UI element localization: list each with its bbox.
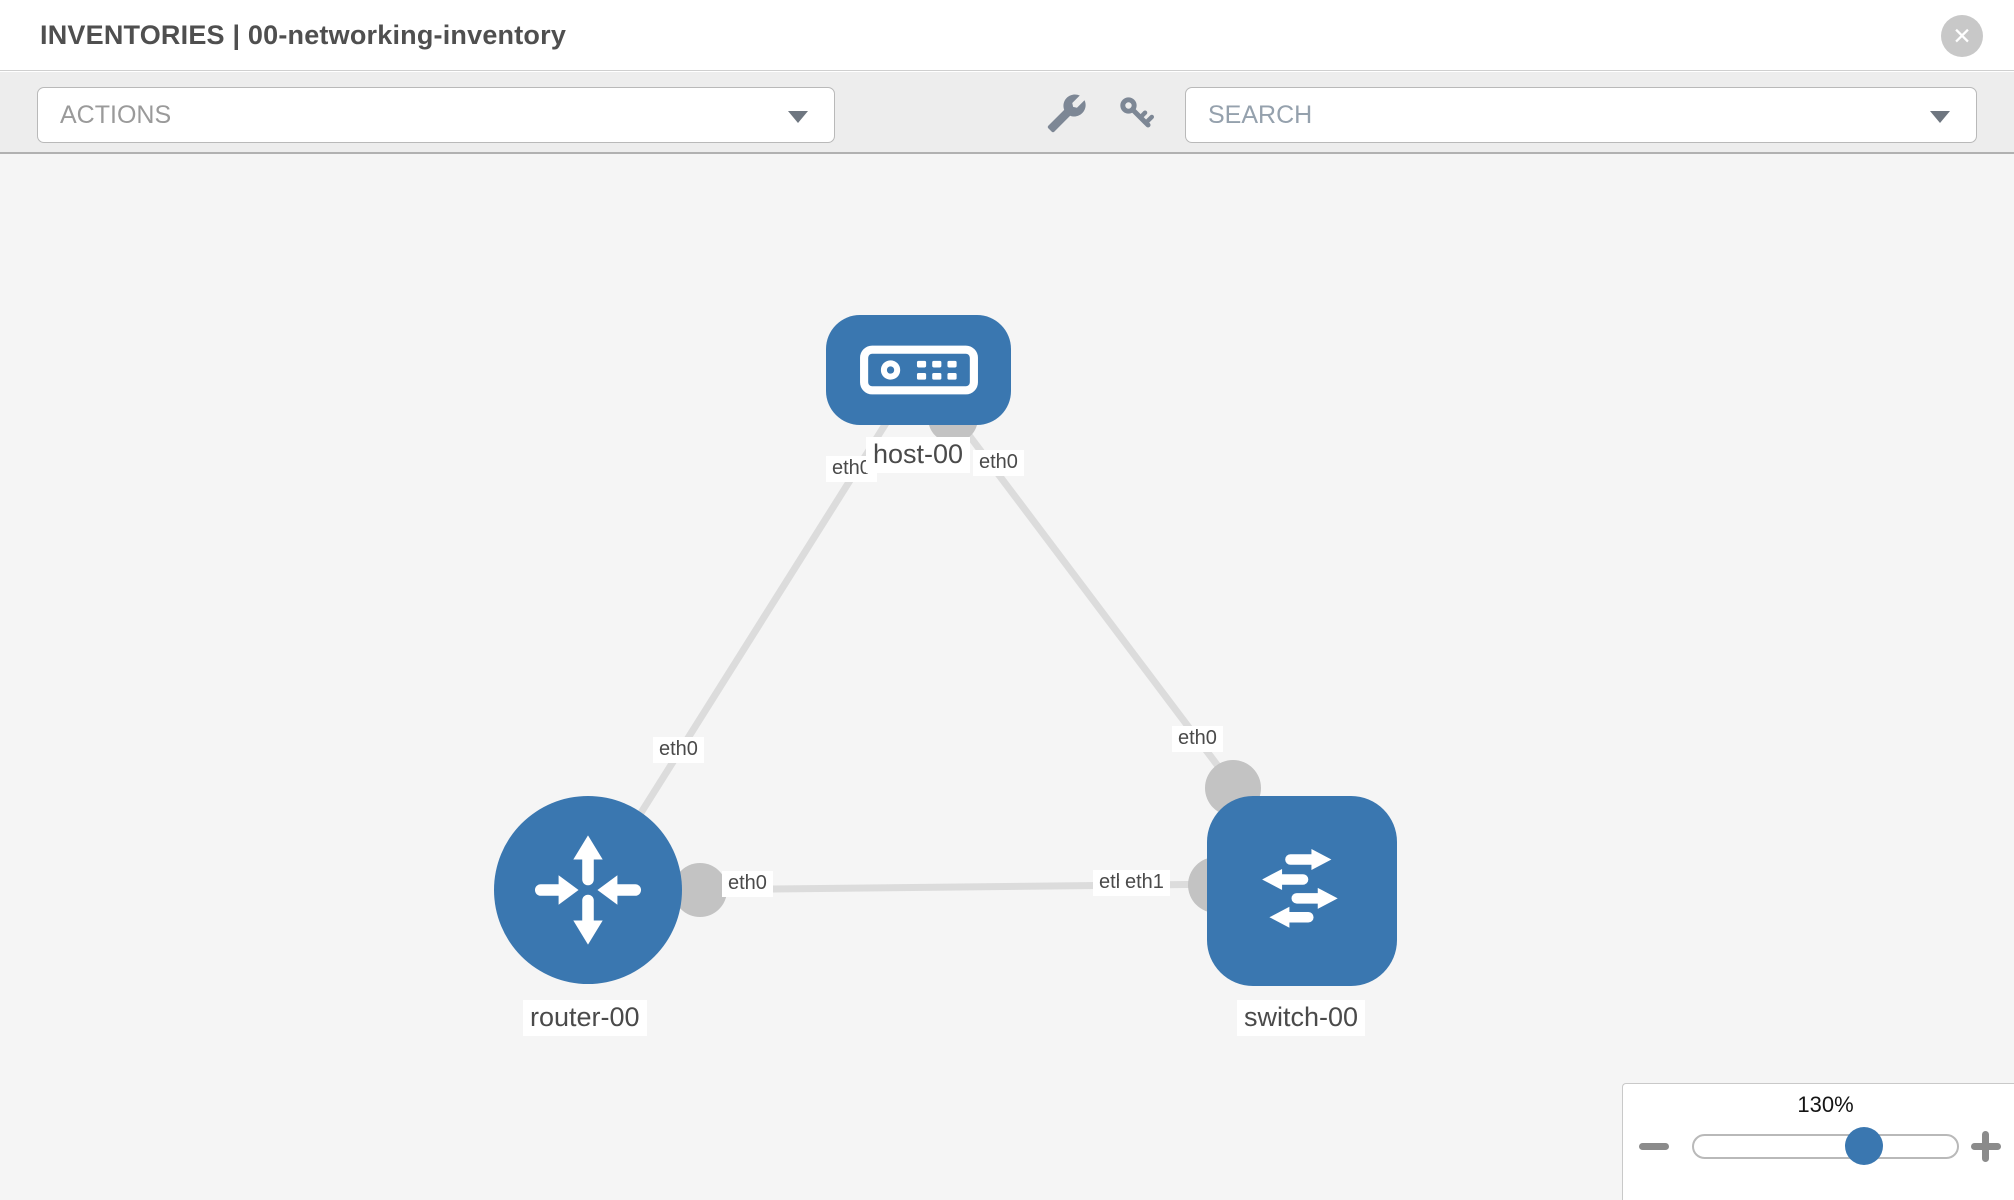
interface-label-host-right: eth0 [973,450,1024,476]
zoom-out-button[interactable] [1639,1143,1669,1150]
node-switch[interactable] [1207,796,1397,986]
link-host-router[interactable] [597,410,896,880]
zoom-in-button-vbar[interactable] [1982,1131,1989,1162]
zoom-slider-handle[interactable] [1845,1127,1883,1165]
close-button[interactable]: ✕ [1941,15,1983,57]
actions-dropdown-label: ACTIONS [60,100,172,129]
port-router-right [673,863,727,917]
node-host[interactable] [826,315,1011,425]
node-label-router: router-00 [523,1000,647,1036]
search-dropdown[interactable]: SEARCH [1185,87,1977,143]
wrench-button[interactable] [1046,92,1088,134]
links-layer [597,393,1261,917]
node-router[interactable] [494,796,682,984]
chevron-down-icon [788,111,808,123]
zoom-slider-track[interactable] [1692,1134,1959,1159]
titlebar: INVENTORIES | 00-networking-inventory [0,0,2014,71]
actions-dropdown[interactable]: ACTIONS [37,87,835,143]
host-icon [859,345,978,395]
page-title: INVENTORIES | 00-networking-inventory [40,19,567,50]
chevron-down-icon [1930,111,1950,123]
toolbar: ACTIONS SEARCH [0,72,2014,154]
router-icon [534,835,642,945]
close-icon: ✕ [1952,23,1972,49]
node-label-switch: switch-00 [1237,1000,1366,1036]
interface-label-router-uplink: eth0 [653,737,704,763]
zoom-panel: 130% [1622,1083,2014,1200]
interface-label-switch-uplink: eth0 [1172,726,1223,752]
interface-label-switch-west: eth1 [1119,870,1170,896]
search-placeholder: SEARCH [1208,100,1313,129]
interface-label-router-east: eth0 [722,871,773,897]
switch-icon [1262,849,1338,928]
node-label-host: host-00 [866,437,971,473]
wrench-icon [1047,94,1086,133]
key-button[interactable] [1114,91,1158,135]
topology-canvas[interactable]: eth0 host-00 eth0 eth0 eth0 eth0 eth0 et… [0,154,2014,1200]
zoom-level: 130% [1797,1092,1854,1117]
key-icon [1120,97,1155,128]
